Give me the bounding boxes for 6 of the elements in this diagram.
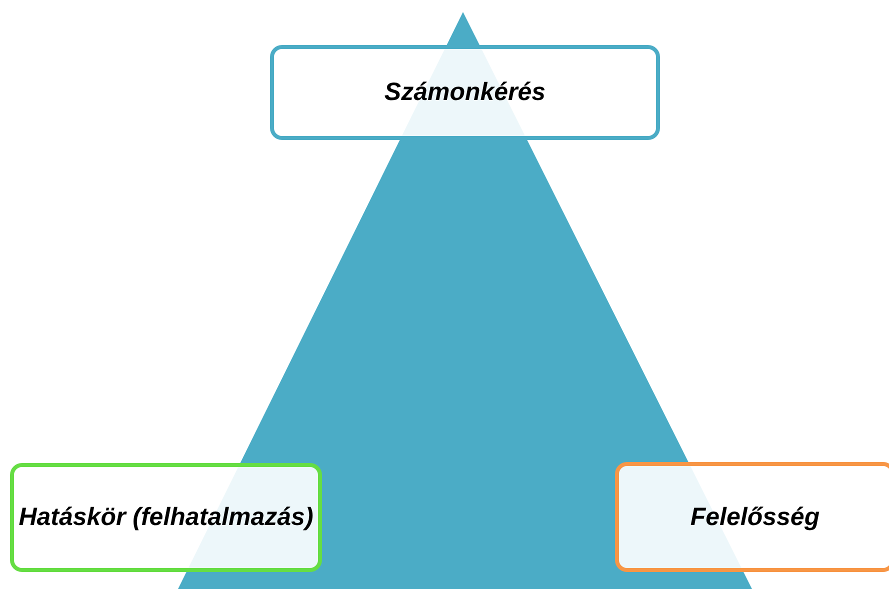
box-label: Számonkérés bbox=[384, 77, 546, 108]
rounded-box bbox=[270, 45, 660, 140]
rounded-box bbox=[10, 463, 322, 572]
rounded-box bbox=[615, 462, 889, 572]
box-label: Hatáskör (felhatalmazás) bbox=[18, 502, 314, 534]
box-label: Felelősség bbox=[690, 502, 820, 533]
